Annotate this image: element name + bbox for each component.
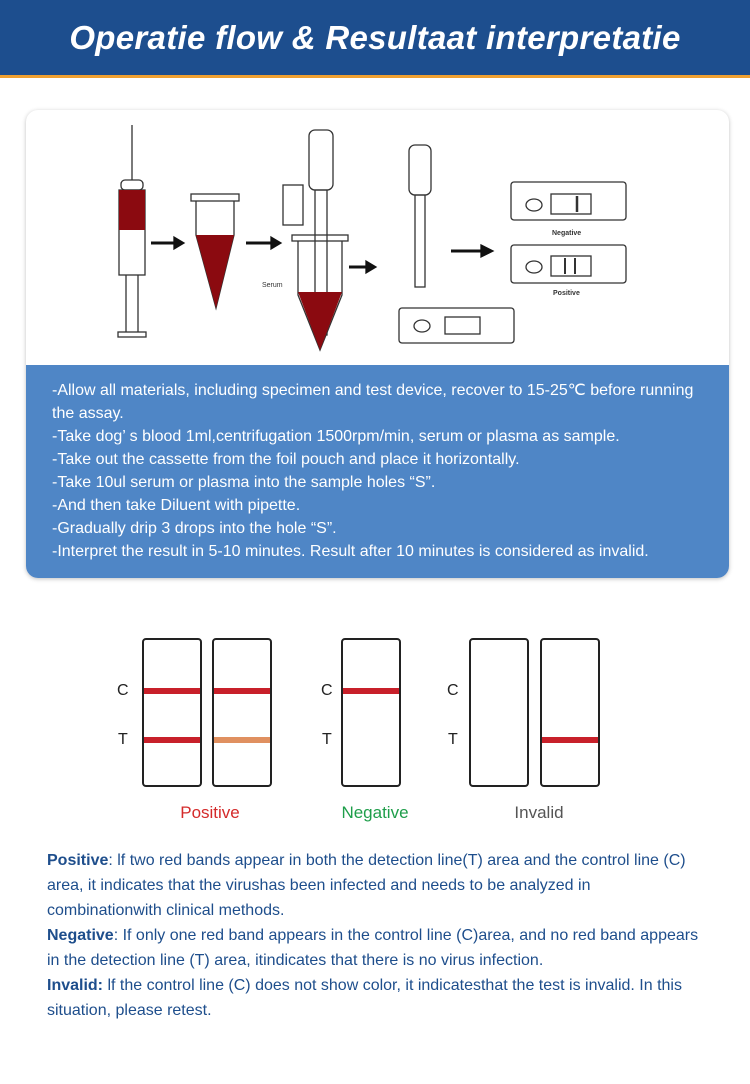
test-band bbox=[542, 737, 598, 743]
tube-icon bbox=[190, 193, 240, 311]
negative-label: Negative bbox=[341, 803, 409, 822]
positive-cassette-icon: Positive bbox=[510, 244, 627, 297]
page-header: Operatie flow & Resultaat interpretatie bbox=[0, 0, 750, 78]
negative-strip bbox=[341, 638, 401, 787]
step-text: -Interpret the result in 5-10 minutes. R… bbox=[52, 543, 649, 560]
cassette-icon bbox=[398, 307, 515, 344]
test-band bbox=[144, 737, 200, 743]
invalid-strip-2 bbox=[540, 638, 600, 787]
svg-text:Serum: Serum bbox=[262, 282, 283, 289]
step-text: -And then take Diluent with pipette. bbox=[52, 497, 301, 514]
c-line-label: C bbox=[321, 682, 333, 699]
control-band bbox=[144, 688, 200, 694]
negative-interpretation: Negative: If only one red band appears i… bbox=[47, 927, 699, 969]
invalid-strip-1 bbox=[469, 638, 529, 787]
syringe-icon bbox=[117, 125, 147, 338]
pipette-tube-icon: Serum bbox=[262, 129, 349, 352]
dropper-icon bbox=[408, 144, 432, 288]
positive-strip-2 bbox=[212, 638, 272, 787]
page-title: Operatie flow & Resultaat interpretatie bbox=[69, 18, 681, 56]
step-text: -Take dog’ s blood 1ml,centrifugation 15… bbox=[52, 428, 620, 445]
result-interpretation: Positive: lf two red bands appear in bot… bbox=[47, 848, 707, 1023]
c-line-label: C bbox=[447, 682, 459, 699]
step-text: -Gradually drip 3 drops into the hole “S… bbox=[52, 520, 337, 537]
procedure-steps: -Allow all materials, including specimen… bbox=[26, 365, 729, 578]
positive-label: Positive bbox=[180, 803, 240, 822]
step-text: -Allow all materials, including specimen… bbox=[52, 382, 694, 422]
invalid-interpretation: Invalid: lf the control line (C) does no… bbox=[47, 977, 682, 1019]
procedure-illustration: Serum Negative Positive bbox=[117, 125, 627, 352]
step-text: -Take 10ul serum or plasma into the samp… bbox=[52, 474, 436, 491]
procedure-card: Serum Negative Positive -Allow all mater… bbox=[26, 110, 729, 578]
weak-test-band bbox=[214, 737, 270, 743]
positive-interpretation: Positive: lf two red bands appear in bot… bbox=[47, 852, 686, 919]
c-line-label: C bbox=[117, 682, 129, 699]
control-band bbox=[214, 688, 270, 694]
svg-text:Negative: Negative bbox=[552, 230, 581, 237]
negative-cassette-icon: Negative bbox=[510, 181, 627, 237]
svg-text:Positive: Positive bbox=[553, 290, 580, 297]
t-line-label: T bbox=[322, 731, 332, 748]
positive-strip-1 bbox=[142, 638, 202, 787]
t-line-label: T bbox=[118, 731, 128, 748]
invalid-label: Invalid bbox=[514, 803, 564, 822]
control-band bbox=[343, 688, 399, 694]
step-text: -Take out the cassette from the foil pou… bbox=[52, 451, 520, 468]
t-line-label: T bbox=[448, 731, 458, 748]
